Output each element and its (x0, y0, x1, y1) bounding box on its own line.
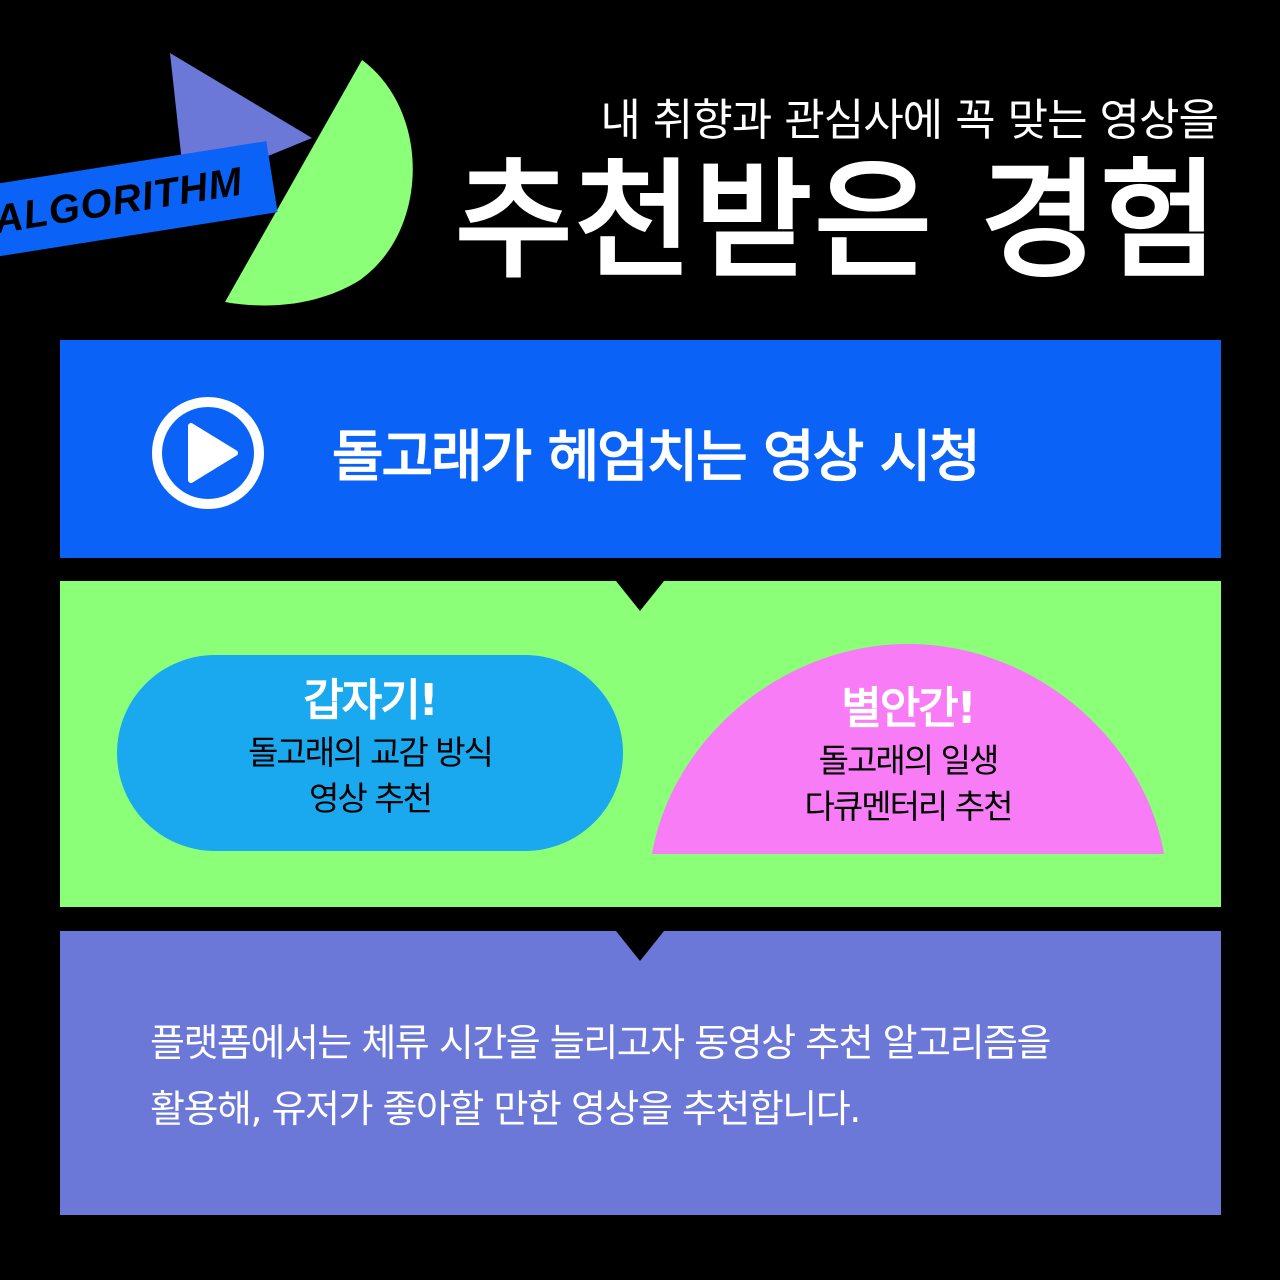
card-1-line1: 돌고래의 교감 방식 (248, 733, 494, 772)
recommendation-card-2-text: 별안간! 돌고래의 일생 다큐멘터리 추천 (652, 680, 1164, 830)
card-2-line1: 돌고래의 일생 (818, 741, 1000, 780)
action-label: 돌고래가 헤엄치는 영상 시청 (332, 425, 981, 490)
description-panel (60, 931, 1221, 1215)
notch-arrow (616, 581, 664, 611)
recommendation-card-1 (117, 655, 623, 851)
description-line2: 활용해, 유저가 좋아할 만한 영상을 추천합니다. (150, 1087, 861, 1131)
notch-arrow (616, 931, 664, 961)
card-2-title: 별안간! (841, 683, 977, 734)
header-subtitle: 내 취향과 관심사에 꼭 맞는 영상을 (600, 95, 1219, 146)
leaf-shape (225, 60, 413, 306)
card-1-title: 갑자기! (303, 675, 439, 726)
play-icon[interactable] (151, 396, 265, 510)
recommendation-card-2 (652, 644, 1164, 854)
description-line1: 플랫폼에서는 체류 시간을 늘리고자 동영상 추천 알고리즘을 (150, 1021, 1051, 1065)
card-2-line2: 다큐멘터리 추천 (804, 787, 1013, 826)
action-panel (60, 340, 1221, 558)
card-1-line2: 영상 추천 (309, 779, 433, 818)
header-title: 추천받은 경험 (454, 147, 1220, 296)
recommendation-card-1-text: 갑자기! 돌고래의 교감 방식 영상 추천 (117, 672, 623, 822)
description-text: 플랫폼에서는 체류 시간을 늘리고자 동영상 추천 알고리즘을 활용해, 유저가… (150, 1010, 1190, 1142)
